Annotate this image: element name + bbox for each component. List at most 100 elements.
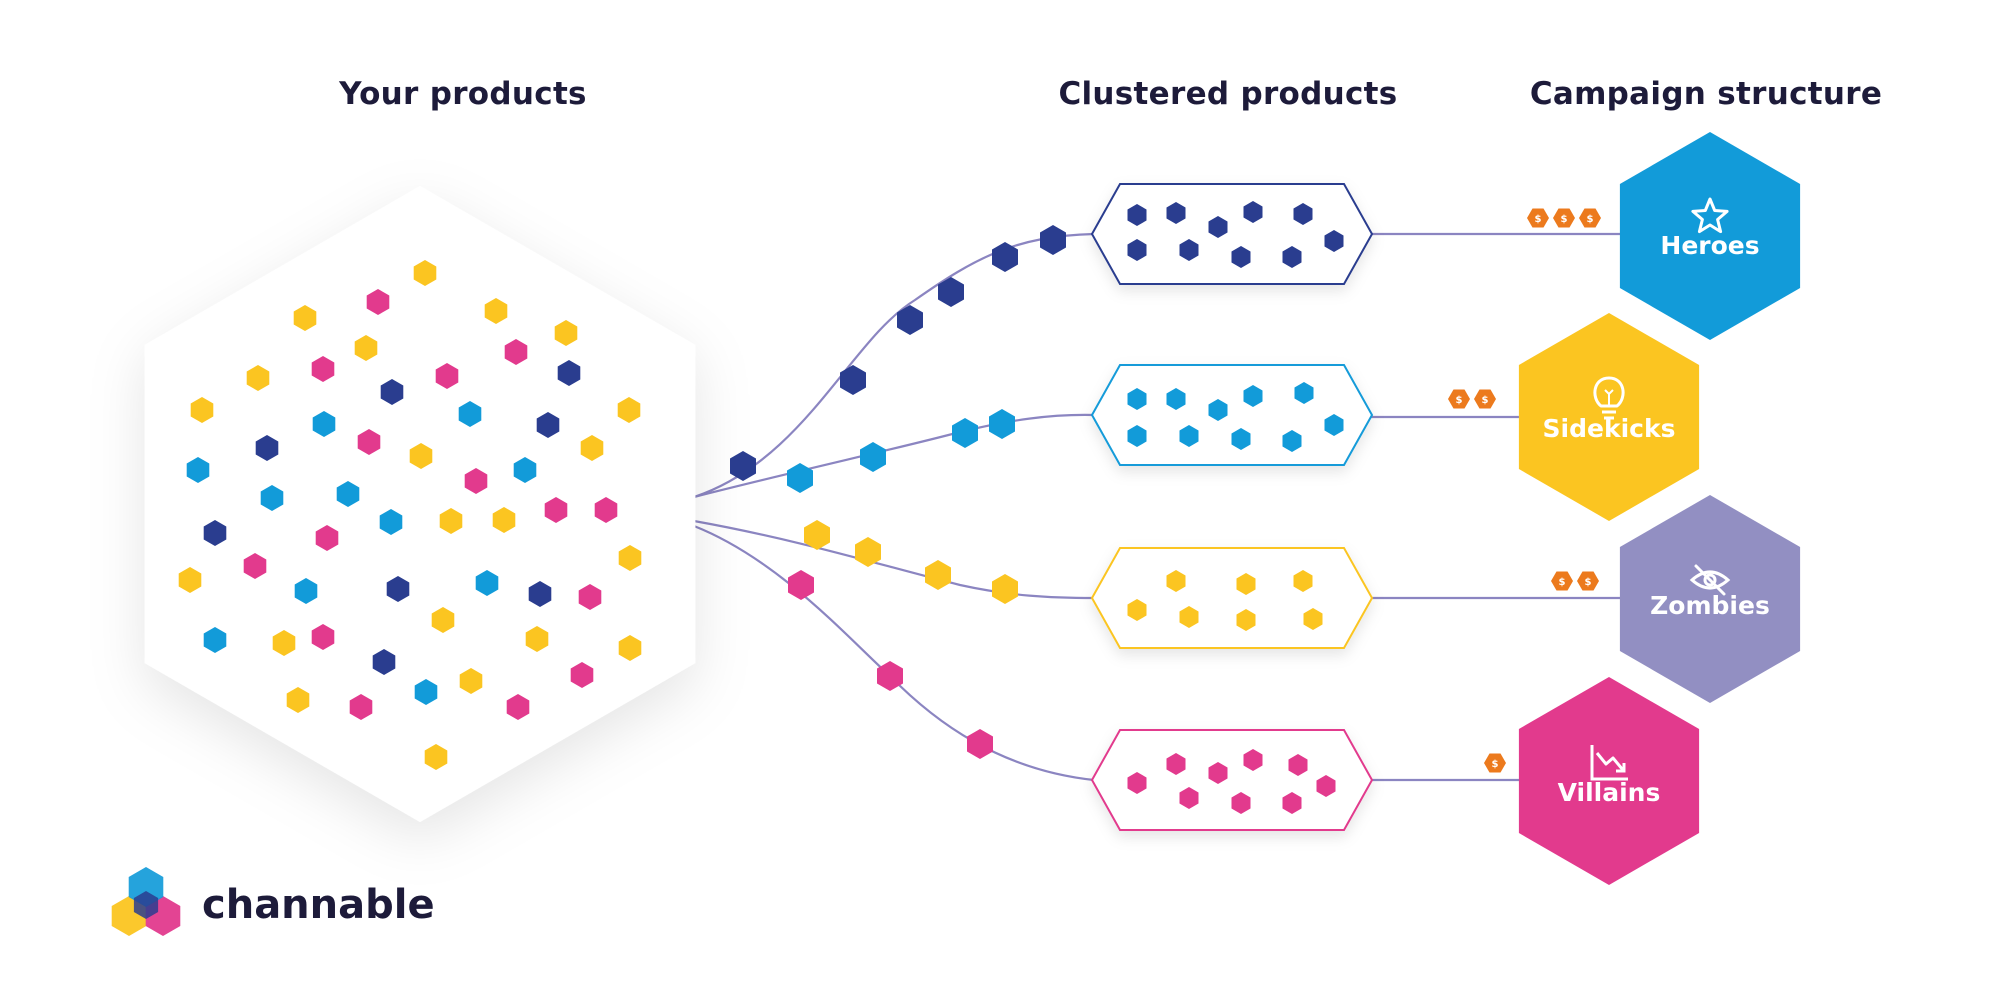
flow-curve (693, 413, 1095, 499)
product-hex (431, 607, 455, 633)
product-hex (379, 509, 403, 535)
product-hex (255, 435, 279, 461)
product-hex (464, 468, 488, 494)
cluster-product-hex (1127, 388, 1147, 410)
heading-clustered-products: Clustered products (1058, 76, 1398, 112)
cluster-product-hex (1166, 753, 1186, 775)
trending-down-chart-icon (1590, 745, 1628, 781)
product-hex (413, 260, 437, 286)
cluster-product-hex (1282, 246, 1302, 268)
lightbulb-icon (1593, 376, 1625, 420)
clustered-products (1090, 183, 1374, 831)
heading-your-products: Your products (339, 76, 587, 112)
category-label: Zombies (1650, 591, 1770, 620)
cluster-product-hex (1288, 754, 1308, 776)
cluster-navy (1090, 183, 1374, 285)
star-icon (1691, 197, 1729, 234)
product-hex (357, 429, 381, 455)
flowing-product-hex (877, 661, 903, 691)
category-sidekicks: Sidekicks $ $ (1448, 313, 1700, 521)
product-hex (492, 507, 516, 533)
campaign-structure: Heroes$$$Sidekicks$$Zombies$$Villains$ (1448, 132, 1801, 885)
product-hex (528, 581, 552, 607)
cluster-product-hex (1324, 230, 1344, 252)
flowing-product-hex (897, 305, 923, 335)
category-villains: Villains $ (1484, 677, 1700, 885)
category-zombies: Zombies $ $ (1551, 495, 1801, 703)
product-hex (203, 627, 227, 653)
flowing-product-hex (855, 537, 881, 567)
coin-icon: $ (1551, 571, 1573, 591)
flowing-product-hex (787, 463, 813, 493)
product-hex (349, 694, 373, 720)
product-hex (580, 435, 604, 461)
product-hex (513, 457, 537, 483)
category-label: Villains (1558, 778, 1661, 807)
cluster-product-hex (1127, 772, 1147, 794)
flowing-product-hex (840, 365, 866, 395)
cluster-product-hex (1282, 792, 1302, 814)
cluster-product-hex (1243, 749, 1263, 771)
product-hex (618, 545, 642, 571)
coin-symbol: $ (1492, 759, 1499, 770)
product-hex (243, 553, 267, 579)
coin-icon: $ (1579, 208, 1601, 228)
cluster-product-hex (1231, 428, 1251, 450)
flowing-product-hex (788, 570, 814, 600)
flowing-product-hex (952, 418, 978, 448)
cluster-product-hex (1282, 430, 1302, 452)
flowing-product-hex (730, 451, 756, 481)
coin-symbol: $ (1587, 214, 1594, 225)
product-hex (475, 570, 499, 596)
cluster-product-hex (1166, 388, 1186, 410)
product-hex (544, 497, 568, 523)
coin-symbol: $ (1585, 577, 1592, 588)
channable-logo-mark (111, 867, 181, 936)
product-hex (186, 457, 210, 483)
cluster-product-hex (1127, 599, 1147, 621)
cluster-blue (1090, 364, 1374, 466)
product-hex (618, 635, 642, 661)
flowing-product-hex (860, 442, 886, 472)
coin-symbol: $ (1456, 395, 1463, 406)
category-label: Heroes (1660, 231, 1759, 260)
category-hexagon (1518, 677, 1700, 885)
product-hex (178, 567, 202, 593)
flowing-product-hex (1040, 225, 1066, 255)
product-hex (260, 485, 284, 511)
coin-icon: $ (1484, 753, 1506, 773)
cluster-product-hex (1236, 609, 1256, 631)
connector-lines (693, 232, 1625, 782)
product-hex (354, 335, 378, 361)
cluster-box (1090, 364, 1374, 466)
category-label: Sidekicks (1543, 414, 1676, 443)
cluster-product-hex (1166, 570, 1186, 592)
flowing-product-hex (992, 574, 1018, 604)
cluster-product-hex (1324, 414, 1344, 436)
cluster-product-hex (1294, 382, 1314, 404)
product-hex (525, 626, 549, 652)
product-hex (435, 363, 459, 389)
flowing-product-hex (804, 520, 830, 550)
flowing-product-hex (989, 409, 1015, 439)
product-pool-hexagon (144, 186, 696, 822)
cluster-product-hex (1243, 385, 1263, 407)
product-hex (557, 360, 581, 386)
product-hex (315, 525, 339, 551)
flow-curve (693, 232, 1095, 499)
cluster-product-hex (1179, 606, 1199, 628)
coin-symbol: $ (1559, 577, 1566, 588)
cluster-product-hex (1179, 425, 1199, 447)
product-hex (554, 320, 578, 346)
coin-symbol: $ (1482, 395, 1489, 406)
cluster-product-hex (1293, 203, 1313, 225)
product-hex (458, 401, 482, 427)
cluster-product-hex (1316, 775, 1336, 797)
product-hex (617, 397, 641, 423)
cluster-box (1090, 547, 1374, 649)
product-hex (484, 298, 508, 324)
product-hex (409, 443, 433, 469)
product-hex (578, 584, 602, 610)
category-hexagon (1619, 132, 1801, 340)
cluster-product-hex (1208, 216, 1228, 238)
